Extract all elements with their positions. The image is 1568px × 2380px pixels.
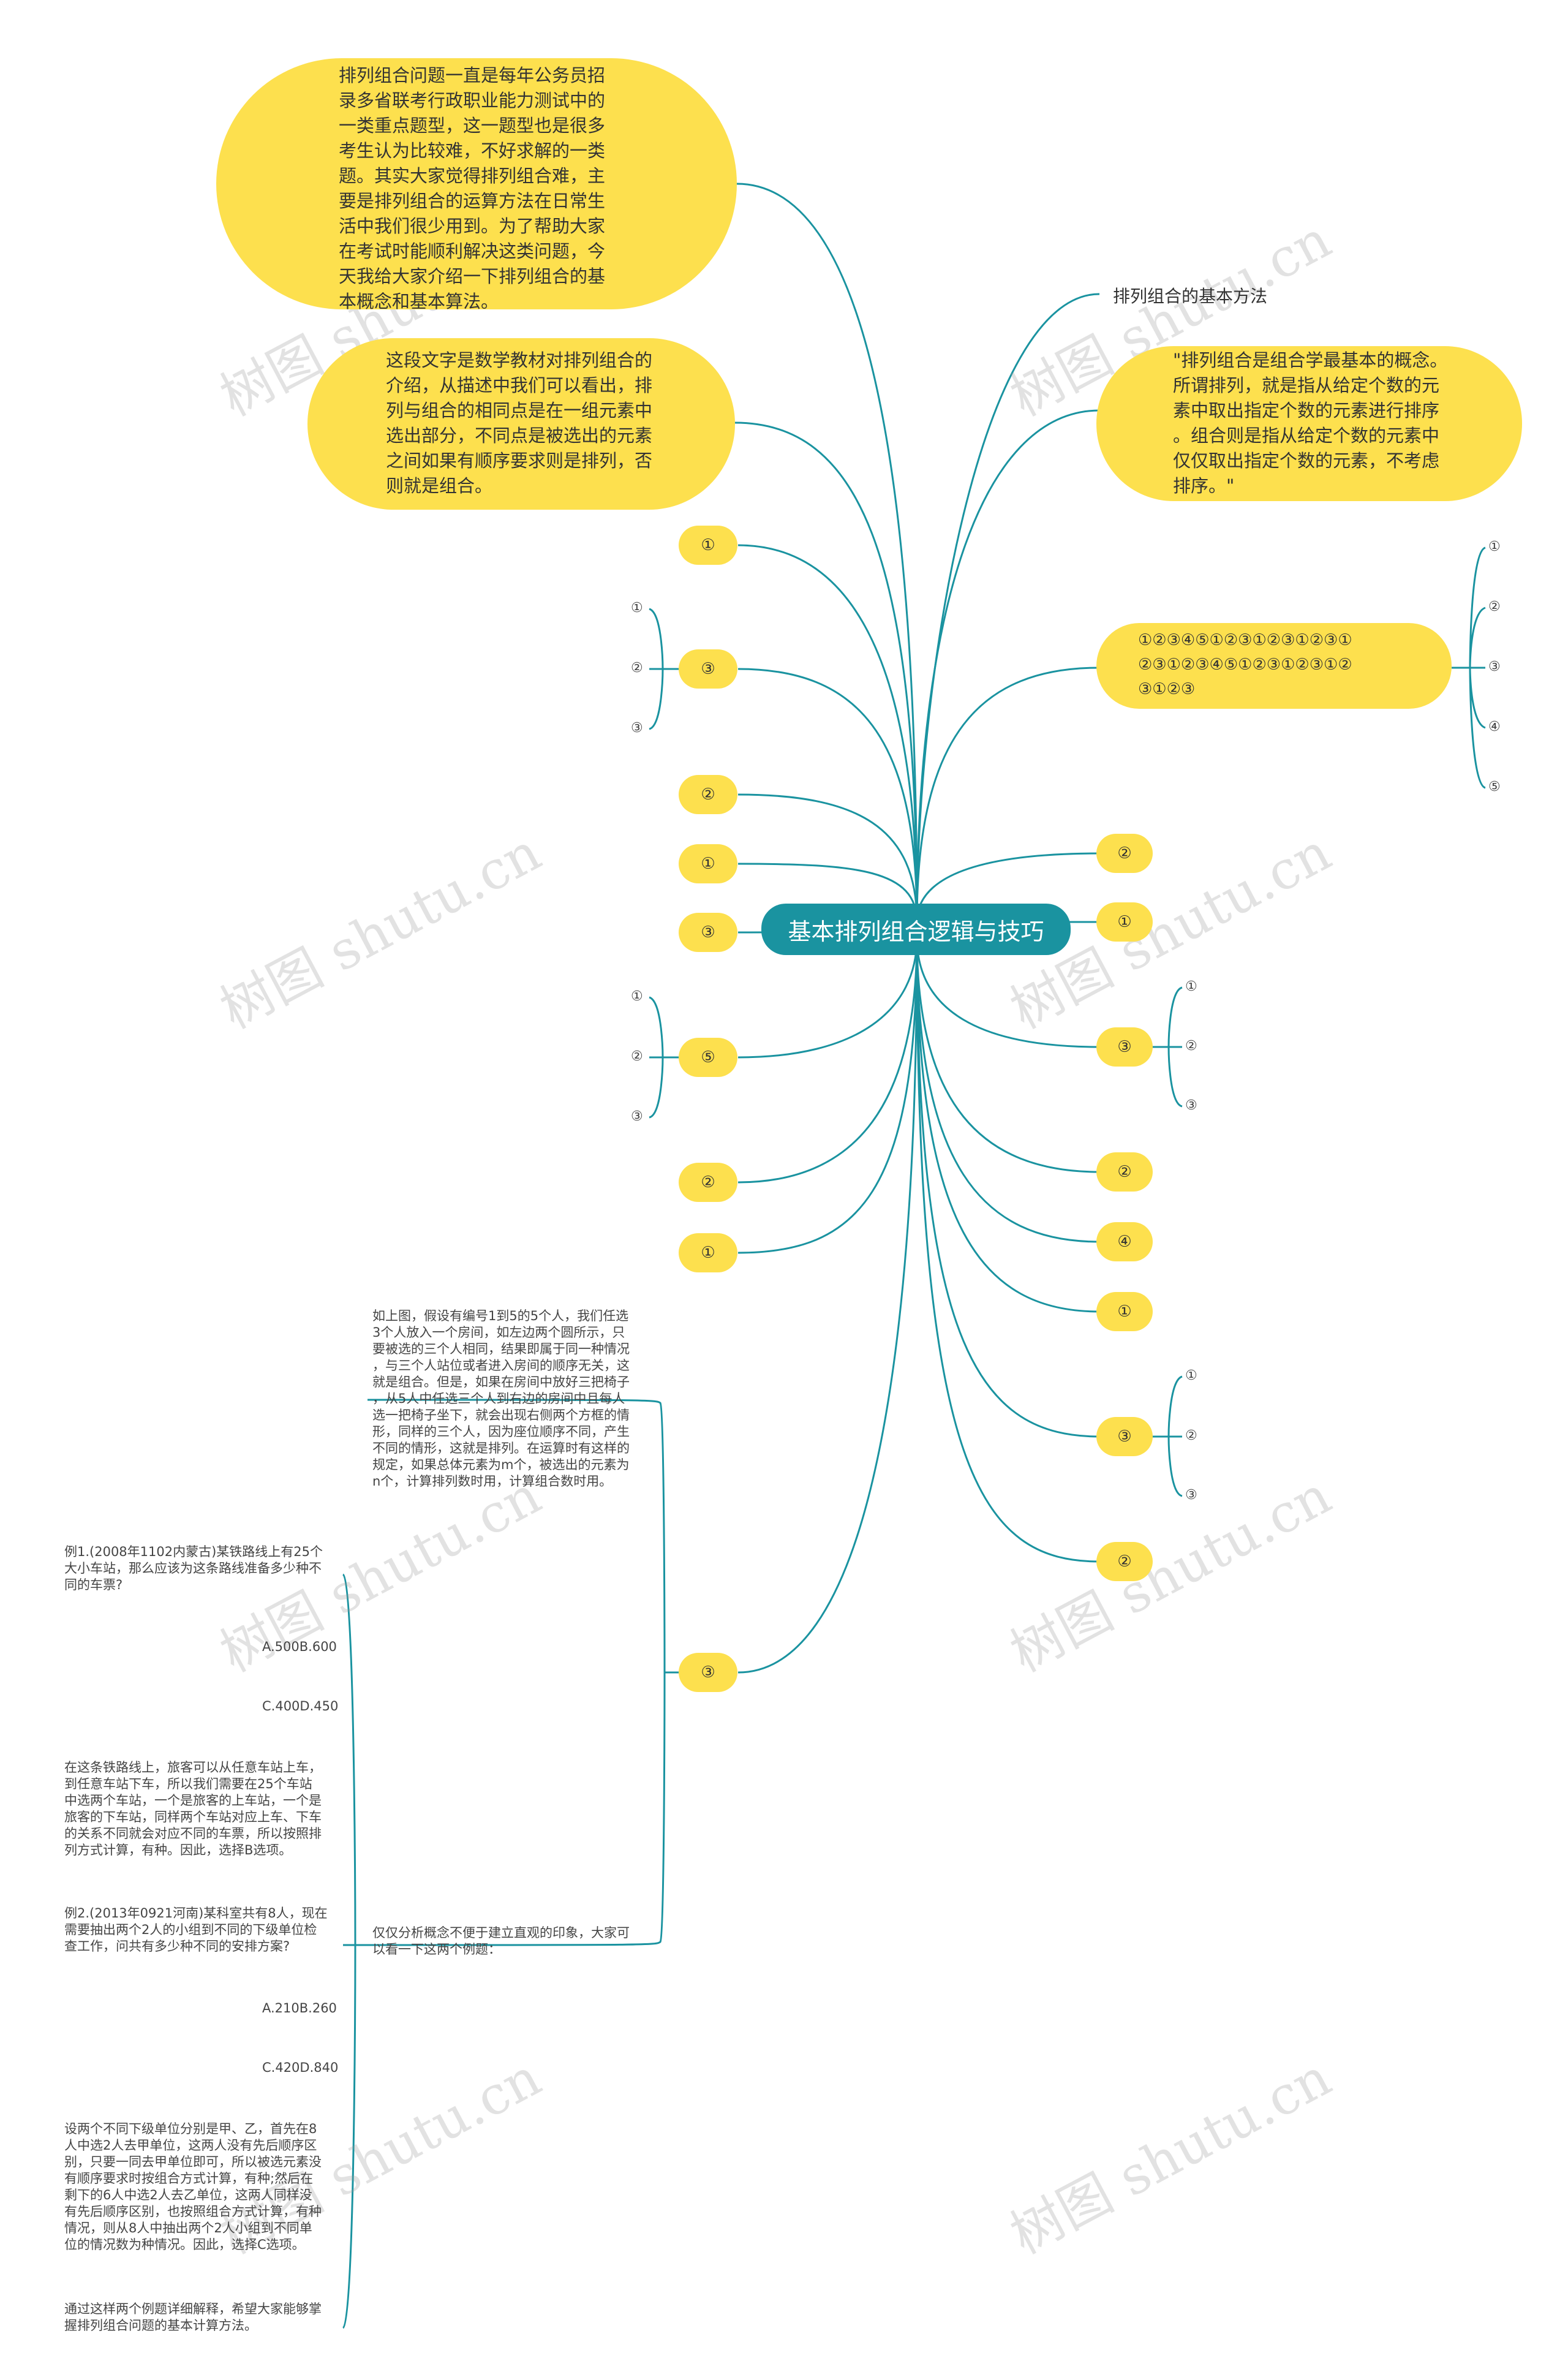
leaf-left-a-2[interactable]: ②: [631, 660, 643, 676]
left-node-8[interactable]: ①: [679, 1233, 737, 1272]
leaf-right-sym-5[interactable]: ⑤: [1488, 779, 1501, 795]
leaf-right-a-2[interactable]: ②: [1185, 1038, 1197, 1054]
example-item[interactable]: A.500B.600: [262, 1639, 337, 1654]
symbols-text: ①②③④⑤①②③①②③①②③① ②③①②③④⑤①②③①②③①② ③①②③: [1138, 631, 1352, 698]
right-node-1[interactable]: ②: [1096, 834, 1153, 873]
intro-node[interactable]: 排列组合问题一直是每年公务员招 录多省联考行政职业能力测试中的 一类重点题型，这…: [216, 58, 737, 312]
intro-text: 排列组合问题一直是每年公务员招 录多省联考行政职业能力测试中的 一类重点题型，这…: [339, 65, 606, 312]
examples-intro[interactable]: 仅仅分析概念不便于建立直观的印象，大家可 以看一下这两个例题：: [372, 1925, 630, 1957]
concept-node[interactable]: 这段文字是数学教材对排列组合的 介绍，从描述中我们可以看出，排 列与组合的相同点…: [307, 338, 735, 510]
leaf-left-a-1[interactable]: ①: [631, 600, 643, 616]
right-node-5[interactable]: ④: [1096, 1222, 1153, 1261]
leaf-left-b-2[interactable]: ②: [631, 1049, 643, 1064]
leaf-right-sym-4[interactable]: ④: [1488, 719, 1501, 735]
leaf-right-a-3[interactable]: ③: [1185, 1098, 1197, 1113]
right-node-3[interactable]: ③: [1096, 1027, 1153, 1067]
leaf-right-sym-2[interactable]: ②: [1488, 599, 1501, 614]
method-title[interactable]: 排列组合的基本方法: [1113, 286, 1268, 306]
leaf-left-b-3[interactable]: ③: [631, 1109, 643, 1124]
left-node-9[interactable]: ③: [679, 1653, 737, 1692]
leaf-right-b-2[interactable]: ②: [1185, 1428, 1197, 1443]
example-item[interactable]: C.420D.840: [262, 2060, 339, 2075]
example-item[interactable]: C.400D.450: [262, 1699, 339, 1713]
example-item[interactable]: 例1.(2008年1102内蒙古)某铁路线上有25个 大小车站，那么应该为这条路…: [64, 1544, 323, 1592]
left-node-7[interactable]: ②: [679, 1163, 737, 1202]
example-item[interactable]: 设两个不同下级单位分别是甲、乙，首先在8 人中选2人去甲单位，这两人没有先后顺序…: [64, 2121, 322, 2252]
leaf-right-sym-3[interactable]: ③: [1488, 659, 1501, 674]
method-text: "排列组合是组合学最基本的概念。 所谓排列，就是指从给定个数的元 素中取出指定个…: [1173, 350, 1448, 496]
left-node-3[interactable]: ②: [679, 775, 737, 814]
leaf-right-b-3[interactable]: ③: [1185, 1487, 1197, 1503]
right-node-8[interactable]: ②: [1096, 1542, 1153, 1581]
example-item[interactable]: 通过这样两个例题详细解释，希望大家能够掌 握排列组合问题的基本计算方法。: [64, 2302, 322, 2333]
example-item[interactable]: 例2.(2013年0921河南)某科室共有8人，现在 需要抽出两个2人的小组到不…: [64, 1906, 328, 1954]
example-item[interactable]: 在这条铁路线上，旅客可以从任意车站上车， 到任意车站下车，所以我们需要在25个车…: [64, 1760, 322, 1857]
leaf-left-a-3[interactable]: ③: [631, 720, 643, 736]
left-node-1[interactable]: ①: [679, 526, 737, 565]
right-node-2[interactable]: ①: [1096, 902, 1153, 942]
right-node-4[interactable]: ②: [1096, 1152, 1153, 1192]
leaf-right-b-1[interactable]: ①: [1185, 1368, 1197, 1383]
right-node-7[interactable]: ③: [1096, 1417, 1153, 1456]
leaf-left-b-1[interactable]: ①: [631, 989, 643, 1004]
leaf-right-sym-1[interactable]: ①: [1488, 539, 1501, 554]
concept-text: 这段文字是数学教材对排列组合的 介绍，从描述中我们可以看出，排 列与组合的相同点…: [386, 350, 653, 496]
symbols-node[interactable]: ①②③④⑤①②③①②③①②③① ②③①②③④⑤①②③①②③①② ③①②③: [1096, 623, 1452, 709]
left-node-5[interactable]: ③: [679, 913, 737, 952]
root-node[interactable]: 基本排列组合逻辑与技巧: [761, 904, 1071, 955]
leaf-right-a-1[interactable]: ①: [1185, 979, 1197, 994]
left-node-2[interactable]: ③: [679, 649, 737, 689]
left-node-6[interactable]: ⑤: [679, 1038, 737, 1077]
explain-text[interactable]: 如上图，假设有编号1到5的5个人，我们任选 3个人放入一个房间，如左边两个圆所示…: [372, 1309, 630, 1489]
method-node[interactable]: "排列组合是组合学最基本的概念。 所谓排列，就是指从给定个数的元 素中取出指定个…: [1096, 346, 1522, 501]
example-item[interactable]: A.210B.260: [262, 2001, 337, 2015]
right-node-6[interactable]: ①: [1096, 1292, 1153, 1331]
left-node-4[interactable]: ①: [679, 844, 737, 883]
